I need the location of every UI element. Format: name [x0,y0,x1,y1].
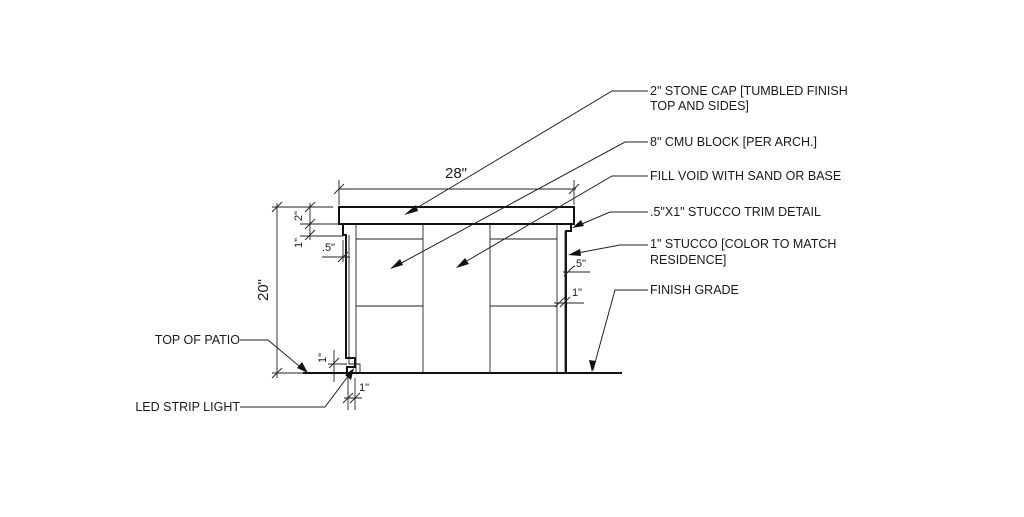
svg-text:1": 1" [572,287,582,299]
label-stucco: 1" STUCCO [COLOR TO MATCH [650,237,836,251]
leader-fill-void [456,175,648,268]
cap-dimension: 2" 1" [293,201,343,248]
leader-finish-grade [589,289,648,372]
label-stone-cap-cont: TOP AND SIDES] [650,99,749,113]
leader-cmu-block [390,141,648,269]
width-dimension-label: 28" [445,165,467,182]
label-stucco-trim: .5"X1" STUCCO TRIM DETAIL [650,205,821,219]
left-stucco-inner [348,235,361,373]
label-fill-void: FILL VOID WITH SAND OR BASE [650,169,841,183]
cmu-blocks [355,224,558,373]
leader-led-strip [240,368,354,408]
width-dimension: 28" [333,165,580,205]
label-cmu-block: 8" CMU BLOCK [PER ARCH.] [650,135,817,149]
svg-text:1": 1" [317,353,329,363]
notch-dimensions: 1" 1" [317,350,369,410]
trim-offset-left-dimension: .5" [322,240,350,263]
svg-text:.5": .5" [573,258,586,270]
label-stucco-cont: RESIDENCE] [650,253,726,267]
label-finish-grade: FINISH GRADE [650,283,739,297]
svg-text:.5": .5" [322,242,335,254]
leader-top-of-patio [240,339,308,373]
label-top-of-patio: TOP OF PATIO [155,333,240,347]
trim-right-dimensions: .5" 1" [554,258,590,308]
label-led-strip: LED STRIP LIGHT [135,400,240,414]
svg-text:2": 2" [293,211,305,221]
height-dimension-label: 20" [255,279,272,301]
right-stucco-wall [565,224,572,373]
leader-stucco [568,244,648,256]
stone-cap [338,206,575,225]
label-stone-cap: 2" STONE CAP [TUMBLED FINISH [650,84,848,98]
leader-stone-cap [404,90,648,215]
leader-stucco-trim [572,211,648,228]
svg-text:1": 1" [359,382,369,394]
svg-text:1": 1" [293,238,305,248]
left-stucco-wall [342,224,356,373]
height-dimension: 20" [255,201,333,379]
